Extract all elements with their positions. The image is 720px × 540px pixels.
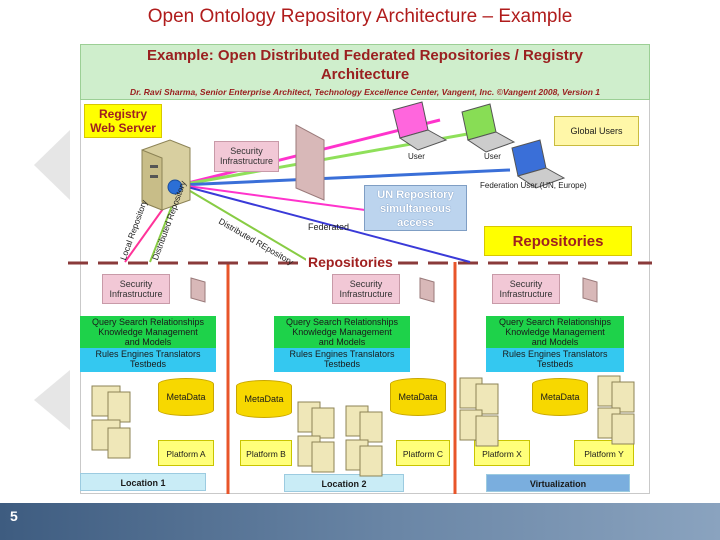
un-repo-line1: UN Repository <box>377 189 454 201</box>
diagram-header <box>80 44 650 100</box>
platform-y: Platform Y <box>574 440 634 466</box>
services-virt-c2: Testbeds <box>536 359 574 369</box>
services-virt-g1: Query Search Relationships <box>498 317 612 327</box>
security-virt-line2: Infrastructure <box>499 289 553 299</box>
services-loc2-g3: and Models <box>318 337 366 347</box>
header-title-line1: Example: Open Distributed Federated Repo… <box>147 47 583 64</box>
services-loc2-c2: Testbeds <box>323 359 361 369</box>
security-infrastructure-loc2: Security Infrastructure <box>332 274 400 304</box>
services-knowledge-virt: Query Search Relationships Knowledge Man… <box>486 316 624 348</box>
diagram-header-subtitle: Dr. Ravi Sharma, Senior Enterprise Archi… <box>130 87 600 97</box>
slide-number: 5 <box>10 508 18 524</box>
security-top-line1: Security <box>230 146 263 156</box>
global-users-box: Global Users <box>554 116 639 146</box>
security-virt-line1: Security <box>509 279 543 289</box>
repositories-highlight: Repositories <box>484 226 632 256</box>
laptop-federation-user <box>511 139 566 189</box>
services-loc1-g3: and Models <box>124 337 172 347</box>
location-1: Location 1 <box>80 473 206 491</box>
security-loc2-line1: Security <box>349 279 383 289</box>
platform-b: Platform B <box>240 440 292 466</box>
connection-un <box>179 184 366 211</box>
services-rules-loc2: Rules Engines Translators Testbeds <box>274 348 410 372</box>
registry-line1: Registry <box>98 107 148 121</box>
services-loc2-c1: Rules Engines Translators <box>289 349 395 359</box>
slide-title: Open Ontology Repository Architecture – … <box>147 6 573 27</box>
services-loc1-c2: Testbeds <box>129 359 167 369</box>
services-loc1-g1: Query Search Relationships <box>91 317 205 327</box>
un-repository-box: UN Repository simultaneous access <box>364 185 467 231</box>
location-2: Location 2 <box>284 474 404 492</box>
services-virt-c1: Rules Engines Translators <box>502 349 608 359</box>
services-rules-virt: Rules Engines Translators Testbeds <box>486 348 624 372</box>
registry-line2: Web Server <box>90 121 156 135</box>
platform-c: Platform C <box>396 440 450 466</box>
federation-user-label: Federation User (UN, Europe) <box>480 181 587 190</box>
diagram-header-title: Example: Open Distributed Federated Repo… <box>90 46 640 84</box>
services-virt-g3: and Models <box>531 337 579 347</box>
security-infrastructure-virt: Security Infrastructure <box>492 274 560 304</box>
connection-distributed-2 <box>179 184 311 263</box>
repositories-label: Repositories <box>306 254 395 270</box>
platform-a: Platform A <box>158 440 214 466</box>
laptop-user-2 <box>461 103 516 153</box>
services-rules-loc1: Rules Engines Translators Testbeds <box>80 348 216 372</box>
security-loc1-line1: Security <box>119 279 153 289</box>
security-infrastructure-loc1: Security Infrastructure <box>102 274 170 304</box>
virtualization: Virtualization <box>486 474 630 492</box>
connection-federation <box>179 168 511 187</box>
services-loc2-g2: Knowledge Management <box>292 327 392 337</box>
server-rack-icon <box>91 375 635 477</box>
connection-federated <box>179 184 471 263</box>
metadata-loc1: MetaData <box>158 378 214 416</box>
services-loc1-c1: Rules Engines Translators <box>95 349 201 359</box>
services-loc1-g2: Knowledge Management <box>98 327 198 337</box>
metadata-loc2b: MetaData <box>390 378 446 416</box>
user-label-2: User <box>484 152 501 161</box>
footer-bar <box>0 503 720 540</box>
metadata-virt: MetaData <box>532 378 588 416</box>
un-repo-line3: access <box>397 217 434 229</box>
un-repo-line2: simultaneous <box>380 203 451 215</box>
security-infrastructure-top: Security Infrastructure <box>214 141 279 172</box>
user-label-1: User <box>408 152 425 161</box>
services-knowledge-loc1: Query Search Relationships Knowledge Man… <box>80 316 216 348</box>
security-top-line2: Infrastructure <box>219 156 274 166</box>
metadata-loc2a: MetaData <box>236 380 292 418</box>
security-loc2-line2: Infrastructure <box>339 289 393 299</box>
security-loc1-line2: Infrastructure <box>109 289 163 299</box>
federated-label: Federated <box>308 222 350 232</box>
header-title-line2: Architecture <box>320 66 410 83</box>
laptop-user-1 <box>392 101 448 151</box>
registry-web-server-label: Registry Web Server <box>84 104 162 138</box>
services-loc2-g1: Query Search Relationships <box>285 317 399 327</box>
services-knowledge-loc2: Query Search Relationships Knowledge Man… <box>274 316 410 348</box>
services-virt-g2: Knowledge Management <box>505 327 605 337</box>
